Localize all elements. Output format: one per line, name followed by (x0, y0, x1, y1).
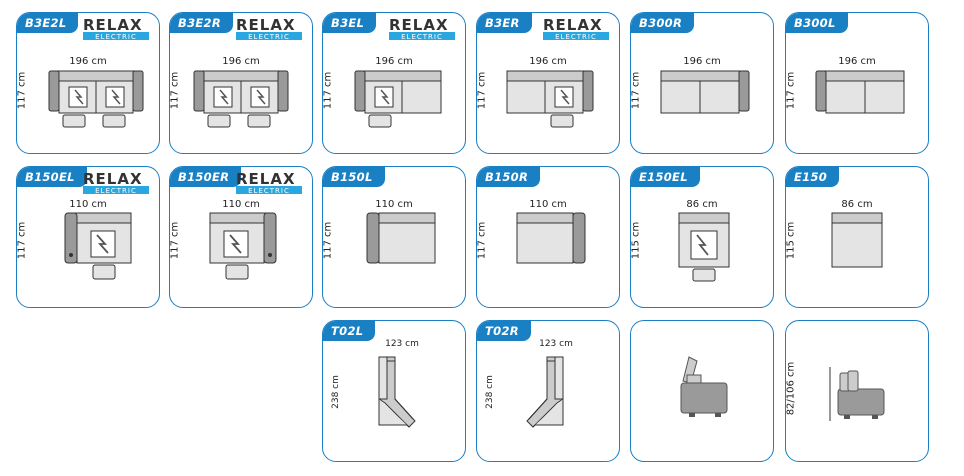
module-code: B3E2L (17, 13, 79, 33)
sofa-diagram (678, 212, 730, 282)
module-code: B300R (631, 13, 695, 33)
relax-electric-logo: RELAX ELECTRIC (236, 16, 302, 41)
module-code: E150 (786, 167, 840, 187)
module-card-b3er: B3ER RELAX ELECTRIC 196 cm 117 cm (476, 12, 620, 154)
module-code: B300L (786, 13, 848, 33)
width-label: 110 cm (69, 199, 107, 210)
svg-text:RELAX: RELAX (236, 16, 296, 34)
sofa-diagram (64, 212, 132, 280)
svg-text:ELECTRIC: ELECTRIC (555, 33, 597, 41)
sofa-diagram (209, 212, 277, 280)
module-card-b300l: B300L 196 cm 117 cm (785, 12, 929, 154)
svg-text:RELAX: RELAX (389, 16, 449, 34)
module-card-b3el: B3EL RELAX ELECTRIC 196 cm 117 cm (322, 12, 466, 154)
width-label: 123 cm (385, 339, 419, 349)
module-card-b3e2l: B3E2L RELAX ELECTRIC 196 cm 117 cm (16, 12, 160, 154)
sofa-diagram (660, 70, 750, 114)
sofa-diagram (193, 70, 289, 128)
side-view-reclined-diagram (680, 356, 728, 417)
width-label: 86 cm (841, 199, 873, 210)
relax-electric-logo: RELAX ELECTRIC (389, 16, 455, 41)
svg-text:RELAX: RELAX (83, 16, 143, 34)
sofa-diagram (526, 356, 564, 428)
module-code: B3ER (477, 13, 532, 33)
width-label: 196 cm (529, 56, 567, 67)
width-label: 196 cm (683, 56, 721, 67)
module-code: T02L (323, 321, 376, 341)
svg-text:ELECTRIC: ELECTRIC (401, 33, 443, 41)
module-code: B3E2R (170, 13, 233, 33)
module-card-side-view-upright: 82/106 cm (785, 320, 929, 462)
module-card-e150: E150 86 cm 115 cm (785, 166, 929, 308)
module-code: T02R (477, 321, 531, 341)
width-label: 123 cm (539, 339, 573, 349)
module-card-e150el: E150EL 86 cm 115 cm (630, 166, 774, 308)
relax-electric-logo: RELAX ELECTRIC (83, 170, 149, 195)
module-code: B3EL (323, 13, 377, 33)
module-code: B150R (477, 167, 541, 187)
svg-text:RELAX: RELAX (236, 170, 296, 188)
module-card-b150er: B150ER RELAX ELECTRIC 110 cm 117 cm (169, 166, 313, 308)
module-card-b150l: B150L 110 cm 117 cm (322, 166, 466, 308)
module-card-b3e2r: B3E2R RELAX ELECTRIC 196 cm 117 cm (169, 12, 313, 154)
width-label: 196 cm (69, 56, 107, 67)
svg-text:ELECTRIC: ELECTRIC (95, 33, 137, 41)
sofa-diagram (366, 212, 436, 264)
sofa-diagram (378, 356, 416, 428)
width-label: 196 cm (838, 56, 876, 67)
module-code: B150ER (170, 167, 242, 187)
relax-electric-logo: RELAX ELECTRIC (236, 170, 302, 195)
svg-text:ELECTRIC: ELECTRIC (95, 187, 137, 195)
width-label: 110 cm (375, 199, 413, 210)
module-card-b300r: B300R 196 cm 117 cm (630, 12, 774, 154)
sofa-diagram (815, 70, 905, 114)
sofa-diagram (506, 70, 594, 128)
module-code: E150EL (631, 167, 700, 187)
width-label: 110 cm (529, 199, 567, 210)
sofa-diagram (48, 70, 144, 128)
module-code: B150EL (17, 167, 87, 187)
sofa-diagram (516, 212, 586, 264)
relax-electric-logo: RELAX ELECTRIC (543, 16, 609, 41)
relax-electric-logo: RELAX ELECTRIC (83, 16, 149, 41)
sofa-diagram (354, 70, 442, 128)
svg-text:ELECTRIC: ELECTRIC (248, 33, 290, 41)
module-card-b150el: B150EL RELAX ELECTRIC 110 cm 117 cm (16, 166, 160, 308)
svg-text:ELECTRIC: ELECTRIC (248, 187, 290, 195)
sofa-diagram (831, 212, 883, 268)
svg-text:RELAX: RELAX (543, 16, 603, 34)
side-view-upright-diagram (829, 367, 885, 421)
module-card-side-view-reclined (630, 320, 774, 462)
module-card-t02l: T02L 123 cm 238 cm (322, 320, 466, 462)
module-card-b150r: B150R 110 cm 117 cm (476, 166, 620, 308)
width-label: 110 cm (222, 199, 260, 210)
width-label: 196 cm (375, 56, 413, 67)
module-code: B150L (323, 167, 385, 187)
width-label: 86 cm (686, 199, 718, 210)
width-label: 196 cm (222, 56, 260, 67)
module-card-t02r: T02R 123 cm 238 cm (476, 320, 620, 462)
svg-text:RELAX: RELAX (83, 170, 143, 188)
